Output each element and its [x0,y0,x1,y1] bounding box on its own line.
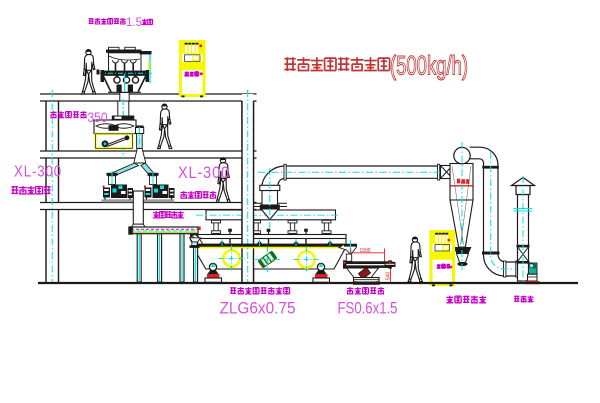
svg-text:540: 540 [386,272,392,281]
svg-text:ZLG6x0.75: ZLG6x0.75 [220,299,296,318]
svg-text:XL-300: XL-300 [178,164,230,182]
svg-text:1500: 1500 [359,248,370,254]
svg-text:(500kg/h): (500kg/h) [390,51,468,81]
svg-text:350: 350 [88,110,108,125]
svg-text:XL-300: XL-300 [14,164,62,181]
svg-text:1.5: 1.5 [126,17,142,29]
svg-text:FS0.6x1.5: FS0.6x1.5 [338,299,398,318]
